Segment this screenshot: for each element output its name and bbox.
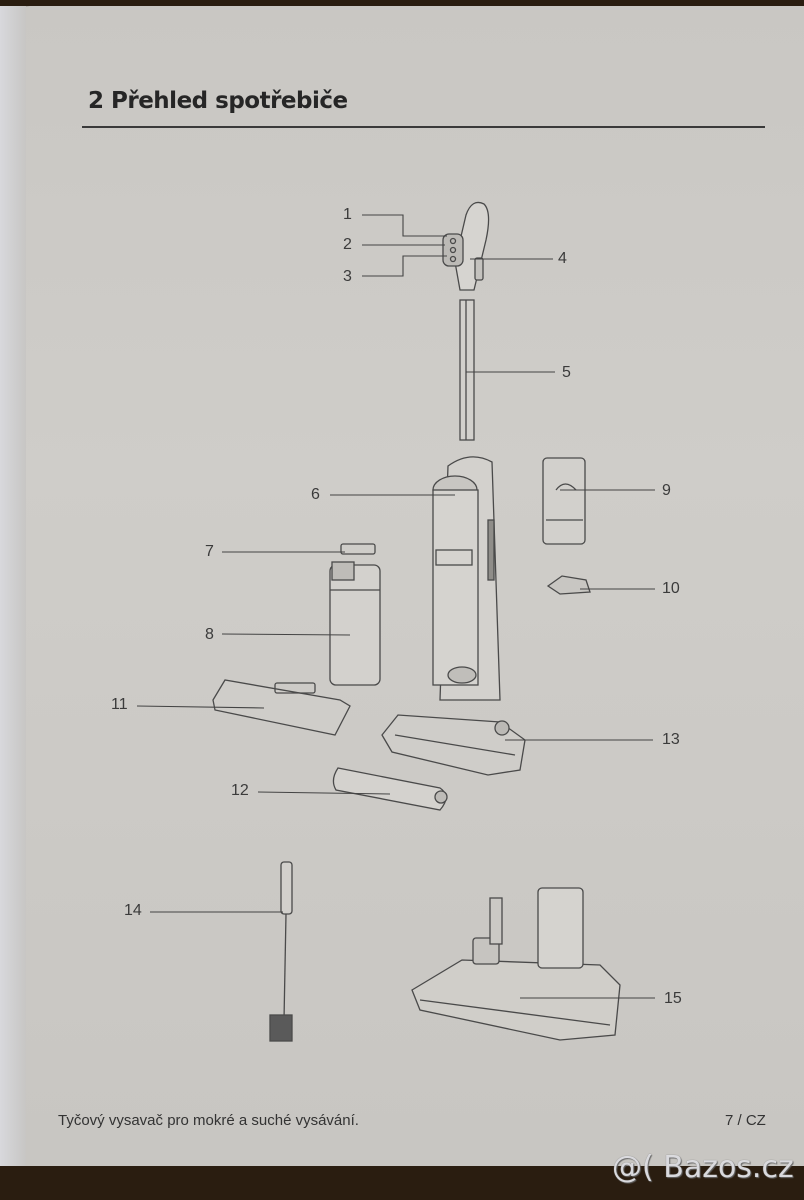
callout-2: 2 — [343, 236, 352, 253]
manual-page — [0, 6, 804, 1166]
callout-11: 11 — [111, 696, 128, 713]
callout-5: 5 — [562, 364, 571, 381]
callout-6: 6 — [311, 486, 320, 503]
callout-14: 14 — [124, 902, 142, 919]
callout-13: 13 — [662, 731, 680, 748]
bazos-watermark: @( Bazos.cz — [612, 1150, 794, 1185]
callout-7: 7 — [205, 543, 214, 560]
title-divider — [82, 126, 765, 128]
appliance-overview-diagram: 1 2 3 4 5 6 7 8 9 10 11 13 12 14 15 — [111, 201, 682, 1042]
callout-8: 8 — [205, 626, 214, 643]
page-binding-edge — [0, 6, 26, 1166]
callout-15: 15 — [664, 990, 682, 1007]
page-number: 7 / CZ — [725, 1112, 766, 1129]
vacuum-parts-illustration — [136, 201, 655, 1042]
callout-10: 10 — [662, 580, 680, 597]
callout-12: 12 — [231, 782, 249, 799]
callout-4: 4 — [558, 250, 567, 267]
section-title: 2 Přehled spotřebiče — [88, 88, 348, 114]
footer-product-description: Tyčový vysavač pro mokré a suché vysáván… — [58, 1112, 359, 1129]
callout-1: 1 — [343, 206, 352, 223]
callout-9: 9 — [662, 482, 671, 499]
callout-3: 3 — [343, 268, 352, 285]
